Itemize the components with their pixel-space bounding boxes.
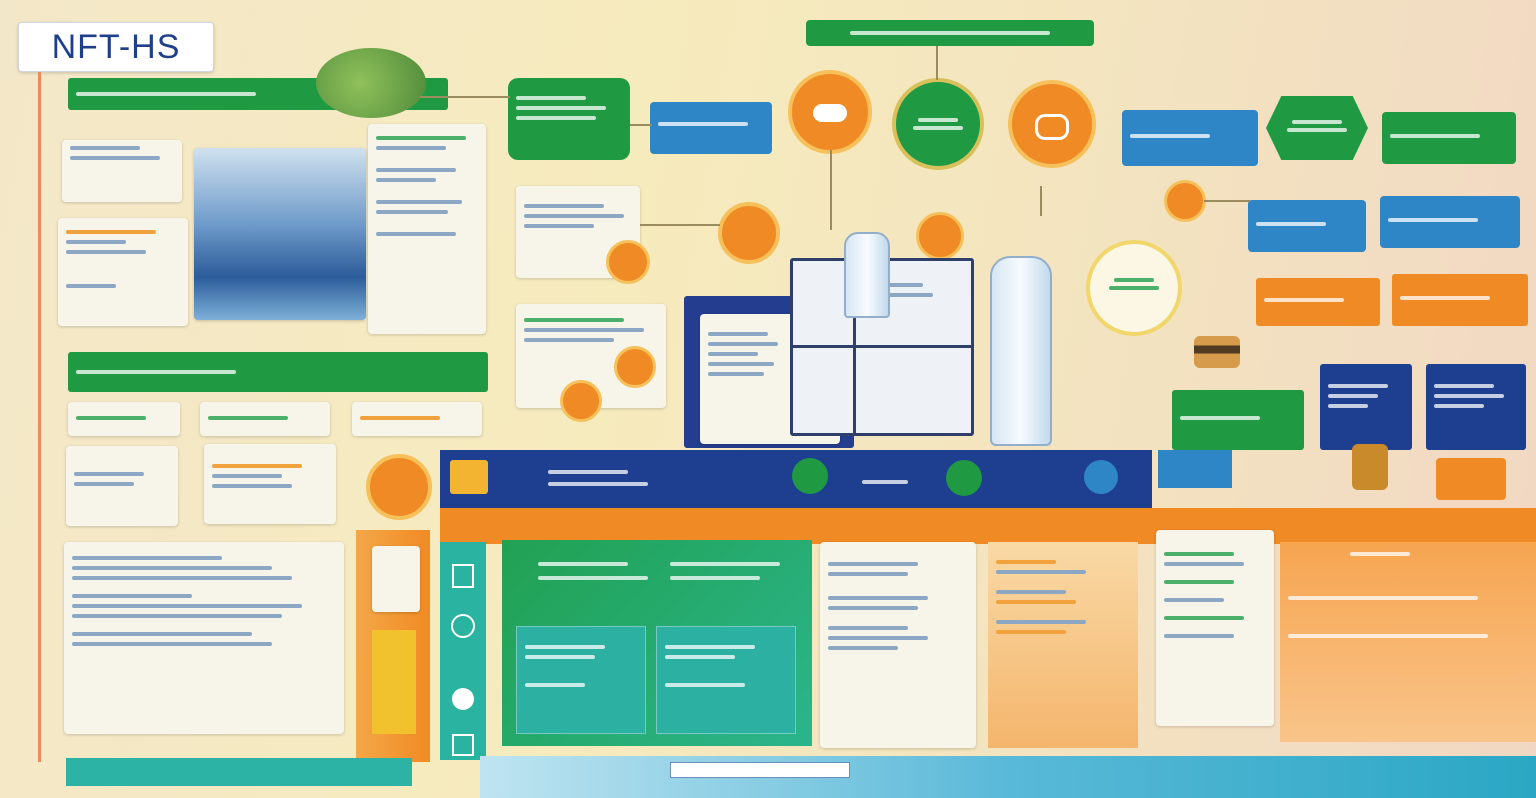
document-icon[interactable]: [452, 564, 474, 588]
left-tab-1[interactable]: [68, 402, 180, 436]
left-section-bar[interactable]: [68, 352, 488, 392]
coin-icon: [1035, 114, 1069, 140]
flow-node-blue-1[interactable]: [650, 102, 772, 154]
flow-coin-5: [614, 346, 656, 388]
flow-node-orange-2[interactable]: [1392, 274, 1528, 326]
left-footer-bar: [66, 758, 412, 786]
tree-illustration: [316, 48, 426, 118]
flow-coin-6: [1164, 180, 1206, 222]
orange-summary-panel: [1280, 542, 1536, 742]
flow-node-blue-4[interactable]: [1380, 196, 1520, 248]
landscape-image: [194, 148, 366, 320]
edit-icon[interactable]: [451, 614, 475, 638]
flow-node-navy-1[interactable]: [1320, 364, 1412, 450]
bottle-thumbnail: [372, 546, 420, 612]
jar-icon: [1352, 444, 1388, 490]
flow-node-green-1[interactable]: [508, 78, 630, 160]
left-small-card-2: [204, 444, 336, 524]
app-left-toolbar: [440, 542, 486, 760]
cloud-icon: [813, 104, 847, 122]
toolbar-check-icon[interactable]: [792, 458, 828, 494]
toolbar-blue-tab[interactable]: [1158, 450, 1232, 488]
app-status-bar: [480, 756, 1536, 798]
toolbar-search-icon[interactable]: [1084, 460, 1118, 494]
flow-node-orange-1[interactable]: [1256, 278, 1380, 326]
left-checklist-card: [368, 124, 486, 334]
left-rule: [38, 72, 41, 762]
water-bottle-icon[interactable]: [990, 256, 1052, 446]
water-bottle-small: [844, 232, 890, 318]
flow-node-blue-3[interactable]: [1248, 200, 1366, 252]
app-logo[interactable]: NFT-HS: [18, 22, 214, 72]
flow-coin-2: [718, 202, 780, 264]
logo-text: NFT-HS: [51, 27, 181, 66]
app-icon[interactable]: [450, 460, 488, 494]
center-text-panel: [820, 542, 976, 748]
flow-circle-coin[interactable]: [1008, 80, 1096, 168]
toolbar-gear-icon[interactable]: [946, 460, 982, 496]
burger-icon: [1194, 336, 1240, 368]
flow-node-green-3[interactable]: [1172, 390, 1304, 450]
right-list-panel: [1156, 530, 1274, 726]
left-info-card-1: [62, 140, 182, 202]
flow-coin-1: [606, 240, 650, 284]
orange-text-panel: [988, 542, 1138, 748]
right-tag-icon: [1436, 458, 1506, 500]
left-tab-2[interactable]: [200, 402, 330, 436]
flow-node-hex[interactable]: [1266, 96, 1368, 160]
app-titlebar: [440, 450, 1152, 508]
flow-circle-cloud[interactable]: [788, 70, 872, 154]
chat-icon[interactable]: [452, 688, 474, 710]
flow-coin-4: [560, 380, 602, 422]
top-banner[interactable]: [806, 20, 1094, 46]
status-field[interactable]: [670, 762, 850, 778]
flow-node-blue-2[interactable]: [1122, 110, 1258, 166]
home-icon[interactable]: [452, 734, 474, 756]
green-panel: [502, 540, 812, 746]
left-coin-badge[interactable]: [366, 454, 432, 520]
app-orange-strip: [440, 508, 1536, 544]
flow-coin-3: [916, 212, 964, 260]
lightbulb-icon: [1086, 240, 1182, 336]
app-window: [440, 450, 1536, 798]
left-info-card-2: [58, 218, 188, 326]
left-tab-3[interactable]: [352, 402, 482, 436]
yellow-progress-bar: [372, 630, 416, 734]
flow-circle-green[interactable]: [892, 78, 984, 170]
left-small-card-1: [66, 446, 178, 526]
flow-node-green-2[interactable]: [1382, 112, 1516, 164]
left-text-panel: [64, 542, 344, 734]
green-panel-card-2[interactable]: [656, 626, 796, 734]
green-panel-card-1[interactable]: [516, 626, 646, 734]
flow-node-navy-2[interactable]: [1426, 364, 1526, 450]
